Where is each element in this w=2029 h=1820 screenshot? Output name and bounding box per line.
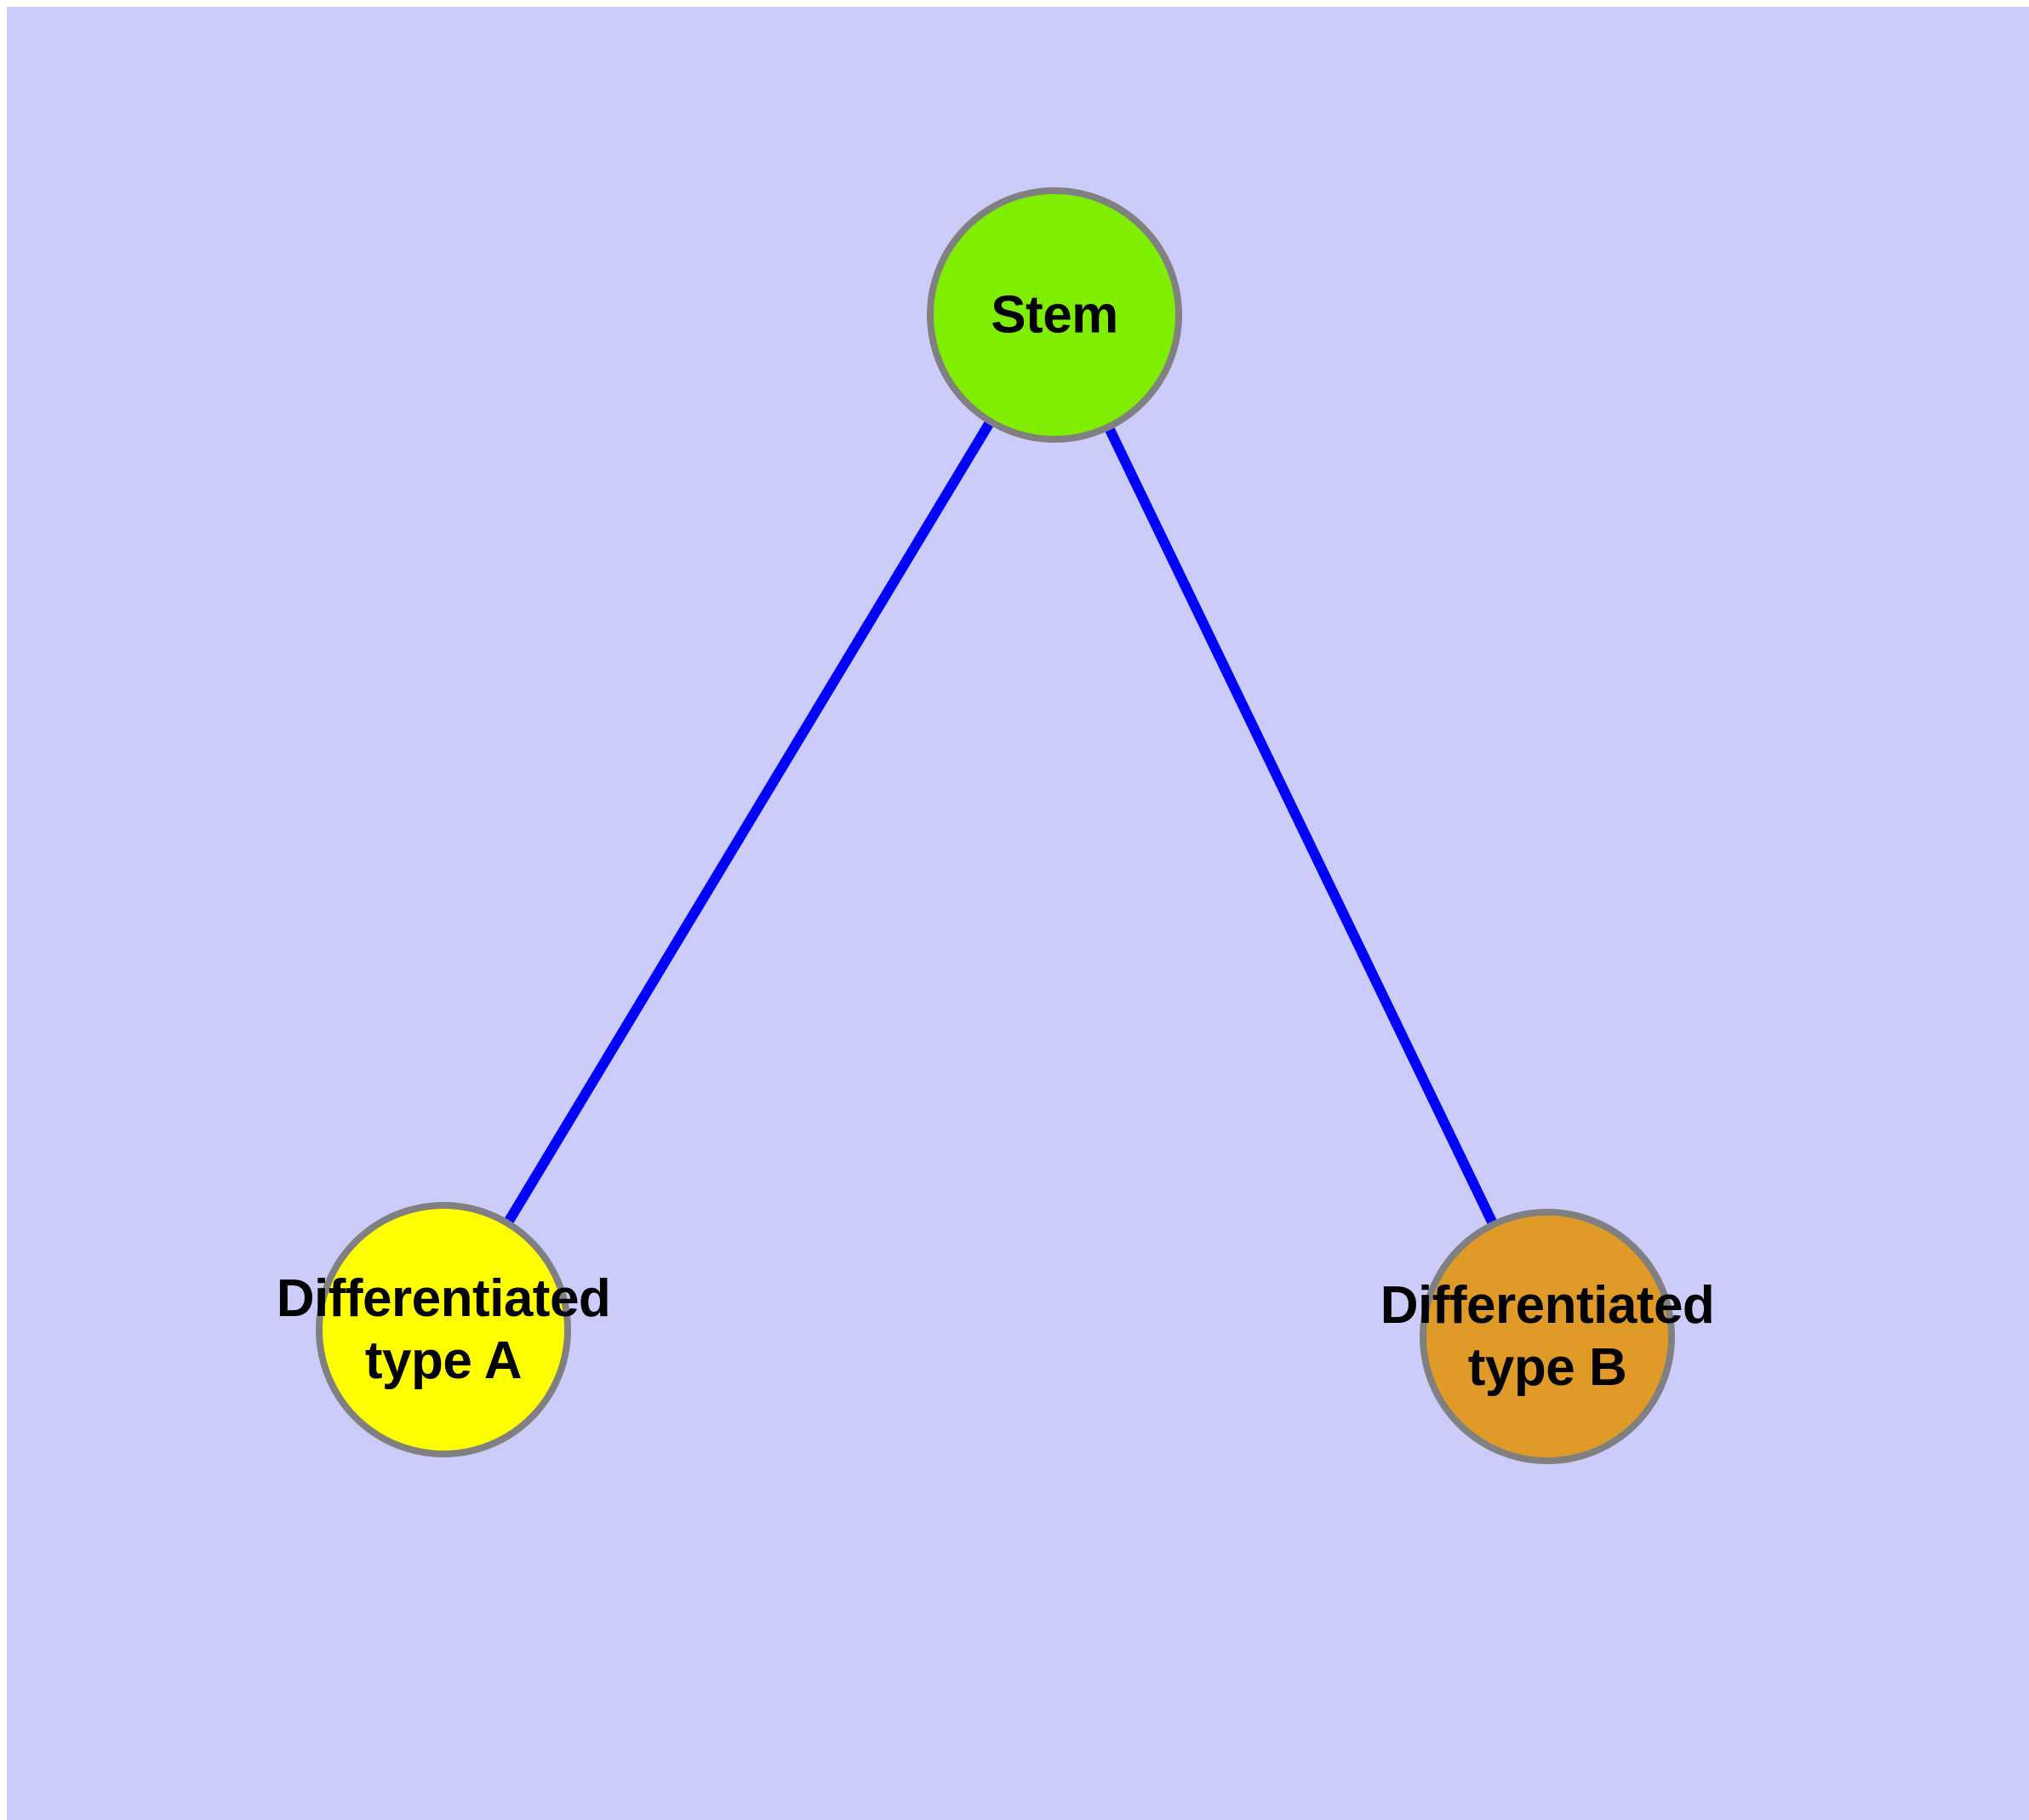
edge-stem-diff-a[interactable] bbox=[500, 413, 998, 1232]
node-stem[interactable] bbox=[927, 187, 1182, 443]
edges-layer bbox=[500, 413, 1501, 1233]
edge-stem-diff-b[interactable] bbox=[1100, 418, 1501, 1233]
nodes-layer bbox=[316, 187, 1675, 1464]
node-diff_a[interactable] bbox=[316, 1202, 571, 1457]
node-diff_b[interactable] bbox=[1420, 1209, 1675, 1464]
